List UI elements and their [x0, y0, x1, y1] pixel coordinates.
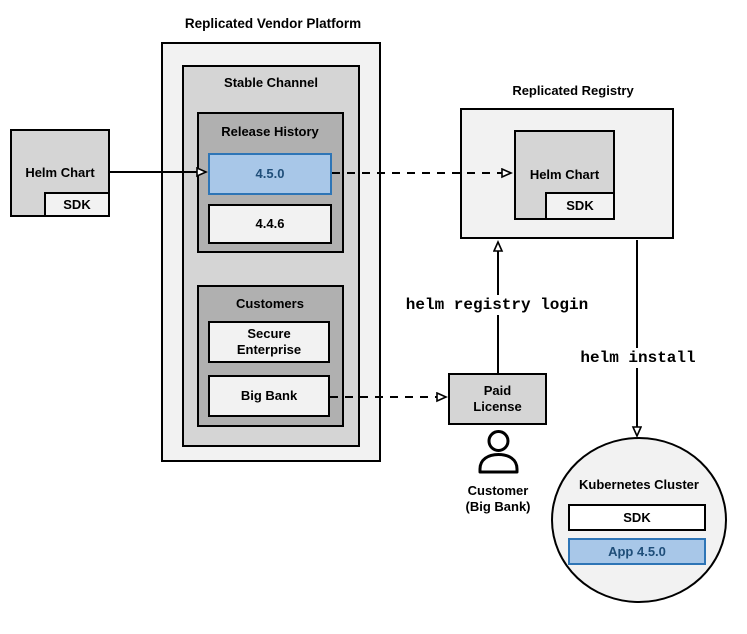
release-4-4-6: 4.4.6: [208, 204, 332, 244]
customer-big-bank: Big Bank: [208, 375, 330, 417]
source-helm-chart-label: Helm Chart: [25, 165, 95, 180]
release-history-label: Release History: [221, 124, 319, 139]
platform-title: Replicated Vendor Platform: [184, 16, 362, 31]
release-version-label: 4.4.6: [255, 216, 285, 231]
helm-install-command: helm install: [576, 348, 700, 368]
release-4-5-0: 4.5.0: [208, 153, 332, 195]
customer-caption-line: Customer: [467, 483, 529, 498]
registry-sdk-box: SDK: [545, 192, 615, 220]
sdk-label: SDK: [623, 509, 651, 525]
cluster-sdk-box: SDK: [568, 504, 706, 531]
customer-caption: Customer (Big Bank): [466, 483, 531, 515]
customers-label: Customers: [236, 296, 304, 311]
customer-secure-enterprise: Secure Enterprise: [208, 321, 330, 363]
paid-license-line: Paid: [483, 383, 512, 398]
customer-name-label: Big Bank: [240, 388, 298, 403]
registry-title: Replicated Registry: [512, 83, 634, 98]
paid-license-line: License: [473, 399, 522, 414]
sdk-label: SDK: [566, 198, 594, 213]
sdk-label: SDK: [63, 196, 91, 212]
app-version-label: App 4.5.0: [608, 543, 666, 559]
helm-registry-login-command: helm registry login: [401, 295, 593, 315]
paid-license-box: Paid License: [448, 373, 547, 425]
registry-helm-chart-label: Helm Chart: [529, 167, 600, 182]
source-sdk-box: SDK: [44, 192, 110, 217]
person-icon: [478, 430, 519, 474]
customer-name-label: Secure Enterprise: [236, 326, 302, 357]
cluster-app-box: App 4.5.0: [568, 538, 706, 565]
stable-channel-label: Stable Channel: [224, 75, 318, 90]
release-version-label: 4.5.0: [255, 166, 285, 181]
customer-caption-line: (Big Bank): [465, 499, 531, 514]
kubernetes-cluster-label: Kubernetes Cluster: [579, 477, 699, 492]
